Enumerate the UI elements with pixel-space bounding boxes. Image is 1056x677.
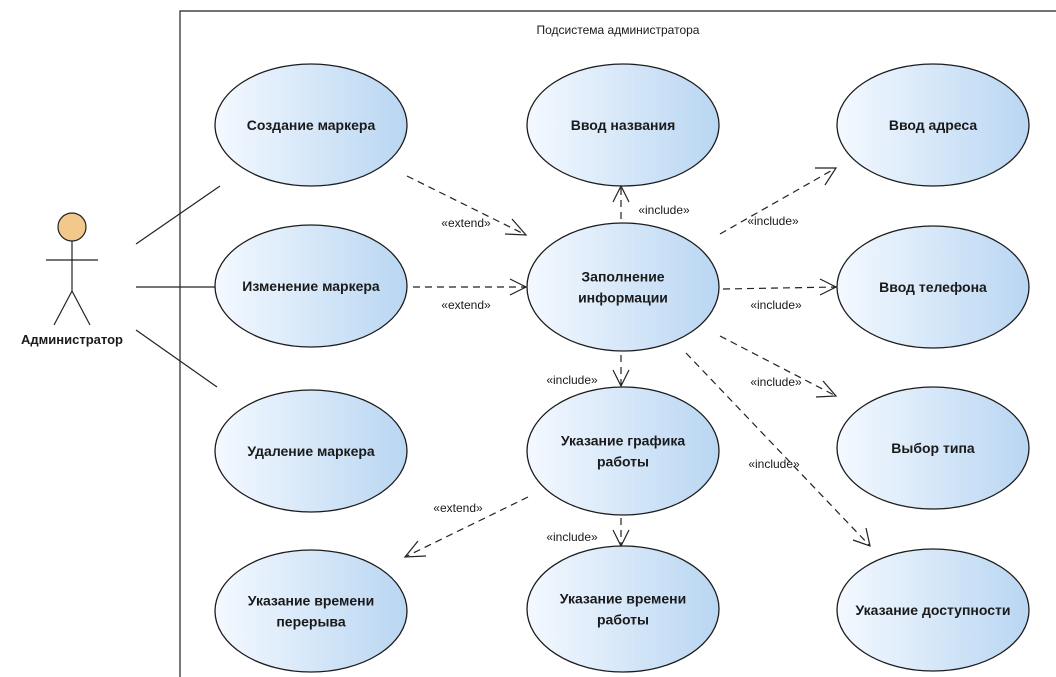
actor-left-leg — [53, 290, 73, 326]
use-cases: Создание маркера Изменение маркера Удале… — [214, 63, 1030, 673]
actor-administrator[interactable]: Администратор — [21, 212, 123, 347]
use-case-label-line: работы — [597, 612, 649, 628]
include-name-label: «include» — [638, 203, 690, 217]
use-case-select-type[interactable]: Выбор типа — [836, 386, 1030, 510]
extend-edit-label: «extend» — [441, 298, 491, 312]
include-address-arrowhead — [815, 167, 838, 186]
association-delete — [135, 329, 218, 388]
use-case-availability-label: Указание доступности — [856, 602, 1011, 618]
use-case-enter-phone-ellipse — [836, 225, 1030, 349]
use-case-label-line: Изменение маркера — [242, 278, 380, 294]
use-case-schedule[interactable]: Указание графика работы — [526, 386, 720, 516]
include-type-label: «include» — [750, 375, 802, 389]
use-case-work-time-ellipse — [526, 545, 720, 673]
use-case-enter-name-label: Ввод названия — [571, 117, 676, 133]
include-schedule-arrowhead — [612, 369, 630, 388]
include-availability-line — [685, 352, 871, 547]
use-case-delete-marker[interactable]: Удаление маркера — [214, 389, 408, 513]
use-case-label-line: Указание времени — [248, 593, 374, 609]
association-create — [135, 185, 221, 245]
include-type-line — [719, 335, 837, 397]
include-address-label: «include» — [747, 214, 799, 228]
use-case-label-line: Указание доступности — [856, 602, 1011, 618]
include-phone-label: «include» — [750, 298, 802, 312]
use-case-enter-address-label: Ввод адреса — [889, 117, 977, 133]
include-worktime-label: «include» — [546, 530, 598, 544]
use-case-label-line: Удаление маркера — [247, 443, 375, 459]
use-case-enter-phone[interactable]: Ввод телефона — [836, 225, 1030, 349]
use-case-break-time-label: Указание времени перерыва — [248, 593, 374, 630]
use-case-delete-marker-label: Удаление маркера — [247, 443, 375, 459]
use-case-enter-address[interactable]: Ввод адреса — [836, 63, 1030, 187]
use-case-break-time-ellipse — [214, 549, 408, 673]
use-case-fill-info[interactable]: Заполнение информации — [526, 222, 720, 352]
use-case-select-type-label: Выбор типа — [891, 440, 975, 456]
use-case-enter-address-ellipse — [836, 63, 1030, 187]
include-availability-arrowhead — [852, 527, 871, 547]
use-case-availability[interactable]: Указание доступности — [836, 548, 1030, 672]
use-case-label-line: Указание времени — [560, 591, 686, 607]
extend-break-arrowhead — [403, 540, 427, 558]
use-case-label-line: Ввод адреса — [889, 117, 977, 133]
use-case-create-marker[interactable]: Создание маркера — [214, 63, 408, 187]
use-case-label-line: работы — [597, 454, 649, 470]
include-availability-label: «include» — [748, 457, 800, 471]
use-case-label-line: Указание графика — [561, 433, 685, 449]
include-phone-line — [722, 286, 837, 290]
use-case-availability-ellipse — [836, 548, 1030, 672]
associations — [135, 185, 221, 388]
use-case-work-time[interactable]: Указание времени работы — [526, 545, 720, 673]
extend-create-label: «extend» — [441, 216, 491, 230]
system-boundary: Подсистема администратора — [179, 10, 1056, 677]
use-case-create-marker-ellipse — [214, 63, 408, 187]
use-case-label-line: Создание маркера — [247, 117, 376, 133]
dependencies: «extend» «extend» «include» «include» «i… — [403, 167, 871, 558]
actor-right-leg — [71, 290, 91, 326]
use-case-label-line: информации — [578, 290, 668, 306]
extend-break-label: «extend» — [433, 501, 483, 515]
use-case-select-type-ellipse — [836, 386, 1030, 510]
use-case-label-line: Выбор типа — [891, 440, 975, 456]
use-case-label-line: Ввод телефона — [879, 279, 987, 295]
extend-break-line — [404, 496, 529, 558]
use-case-edit-marker[interactable]: Изменение маркера — [214, 224, 408, 348]
use-case-enter-name-ellipse — [526, 63, 720, 187]
system-title: Подсистема администратора — [537, 23, 700, 37]
use-case-schedule-ellipse — [526, 386, 720, 516]
use-case-enter-phone-label: Ввод телефона — [879, 279, 987, 295]
use-case-schedule-label: Указание графика работы — [561, 433, 685, 470]
system-boundary-frame — [179, 10, 1056, 677]
include-type-arrowhead — [815, 380, 838, 398]
use-case-enter-name[interactable]: Ввод названия — [526, 63, 720, 187]
extend-create-line — [406, 175, 527, 236]
use-case-label-line: перерыва — [276, 614, 346, 630]
use-case-break-time[interactable]: Указание времени перерыва — [214, 549, 408, 673]
include-phone-arrowhead — [819, 278, 838, 296]
extend-create-arrowhead — [504, 218, 528, 236]
use-case-label-line: Ввод названия — [571, 117, 676, 133]
actor-head-icon — [57, 212, 87, 242]
include-schedule-label: «include» — [546, 373, 598, 387]
extend-edit-arrowhead — [509, 278, 528, 296]
use-case-work-time-label: Указание времени работы — [560, 591, 686, 628]
use-case-fill-info-label: Заполнение информации — [578, 269, 668, 306]
actor-name: Администратор — [21, 332, 123, 347]
use-case-fill-info-ellipse — [526, 222, 720, 352]
include-address-line — [719, 167, 837, 235]
use-case-create-marker-label: Создание маркера — [247, 117, 376, 133]
use-case-label-line: Заполнение — [581, 269, 664, 285]
use-case-edit-marker-label: Изменение маркера — [242, 278, 380, 294]
use-case-edit-marker-ellipse — [214, 224, 408, 348]
use-case-delete-marker-ellipse — [214, 389, 408, 513]
